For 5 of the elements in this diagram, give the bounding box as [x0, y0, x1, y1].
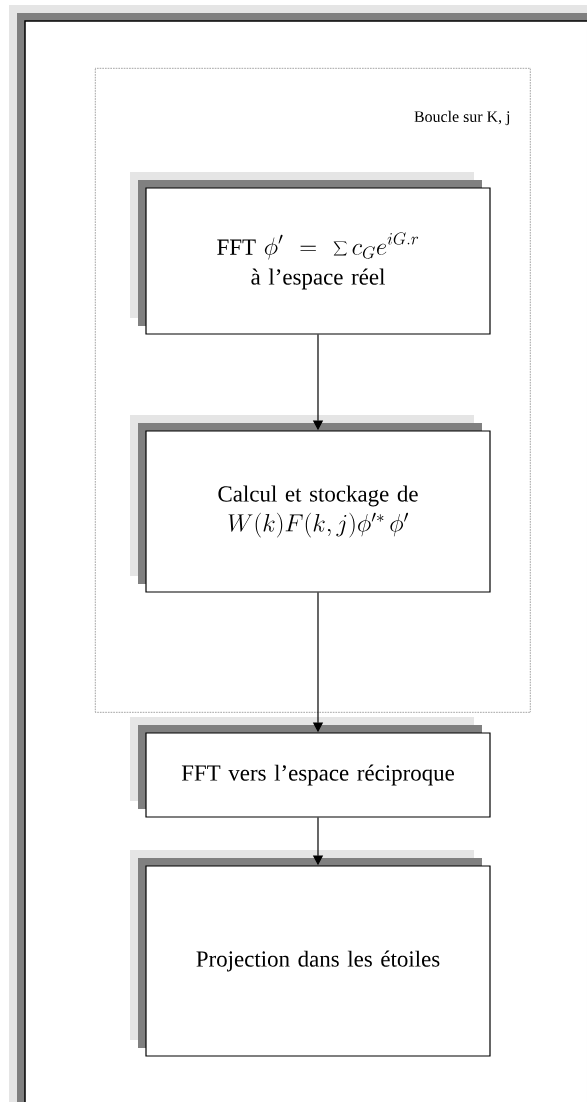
loop-label: Boucle sur K, j: [414, 110, 510, 126]
process-box: FFT $\phi' = \sum c_G e^{iG.r}$ à l’espace réel: [130, 172, 491, 335]
process-box: Calcul et stockage de $W(k)F(k, j)\phi^{\prime *}\,\phi'$: [130, 415, 491, 593]
process-box: Projection dans les étoiles: [130, 850, 491, 1057]
process-box: FFT vers l’espace réciproque: [130, 717, 491, 818]
